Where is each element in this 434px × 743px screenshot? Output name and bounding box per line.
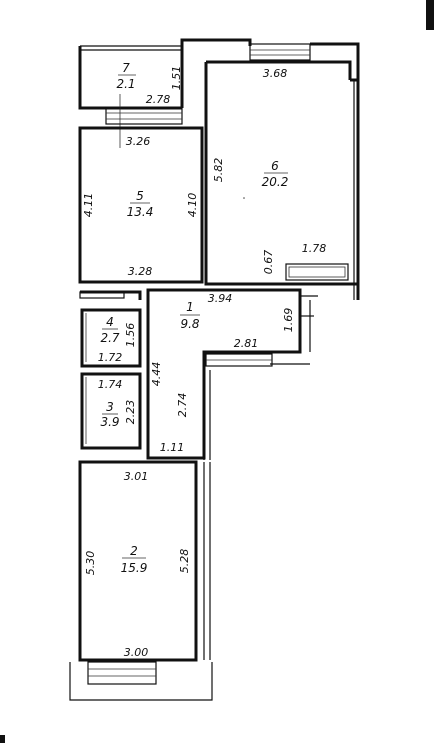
room-5 <box>78 126 204 300</box>
room-4-dim-height: 1.56 <box>124 323 137 348</box>
room-5-dim-left: 4.11 <box>82 193 95 218</box>
room-4-area: 2.7 <box>100 331 119 345</box>
room-5-dim-bottom: 3.28 <box>128 265 153 278</box>
room-7 <box>78 45 184 148</box>
room-1-dim-corridor: 2.74 <box>176 393 189 418</box>
room-1-area: 9.8 <box>180 317 199 331</box>
room-7-dim-width: 2.78 <box>146 93 171 106</box>
room-2 <box>69 460 213 701</box>
room-2-dim-right: 5.28 <box>178 549 191 574</box>
room-4 <box>80 308 142 368</box>
room-1-dim-door: 1.11 <box>160 441 185 454</box>
room-7-dim-height: 1.51 <box>170 66 183 91</box>
room-6-id: 6 <box>271 159 279 173</box>
room-5-area: 13.4 <box>127 205 154 219</box>
room-2-area: 15.9 <box>121 561 148 575</box>
room-3-dim-width: 1.74 <box>98 378 123 391</box>
room-1-dim-right: 1.69 <box>282 308 295 333</box>
room-5-dim-top: 3.26 <box>126 135 151 148</box>
room-7-area: 2.1 <box>116 77 135 91</box>
room-4-id: 4 <box>106 315 114 329</box>
room-2-id: 2 <box>130 544 138 558</box>
room-5-dim-right: 4.10 <box>186 193 199 218</box>
room-3-dim-height: 2.23 <box>124 400 137 425</box>
room-6-dim-niche: 0.67 <box>262 250 275 275</box>
room-7-id: 7 <box>122 61 130 75</box>
room-1-dim-left: 4.44 <box>150 362 163 387</box>
corner-mark-bottom <box>0 735 5 743</box>
room-3-id: 3 <box>106 400 114 414</box>
room-1-id: 1 <box>186 300 194 314</box>
room-6-area: 20.2 <box>262 175 289 189</box>
room-3 <box>80 372 142 450</box>
room-1-dim-top: 3.94 <box>208 292 233 305</box>
room-1-dim-bottom: 2.81 <box>234 337 259 350</box>
room-1 <box>146 288 318 460</box>
corner-mark <box>426 0 434 30</box>
room-2-dim-top: 3.01 <box>124 470 149 483</box>
room-3-area: 3.9 <box>100 415 119 429</box>
room-2-dim-bottom: 3.00 <box>124 646 149 659</box>
room-6-dim-left: 5.82 <box>212 158 225 183</box>
room-6 <box>180 38 360 300</box>
room-5-id: 5 <box>136 189 144 203</box>
room-6-dim-top: 3.68 <box>263 67 288 80</box>
room-2-dim-left: 5.30 <box>84 551 97 576</box>
room-4-dim-width: 1.72 <box>98 351 123 364</box>
room-6-dim-bottom: 1.78 <box>302 242 327 255</box>
